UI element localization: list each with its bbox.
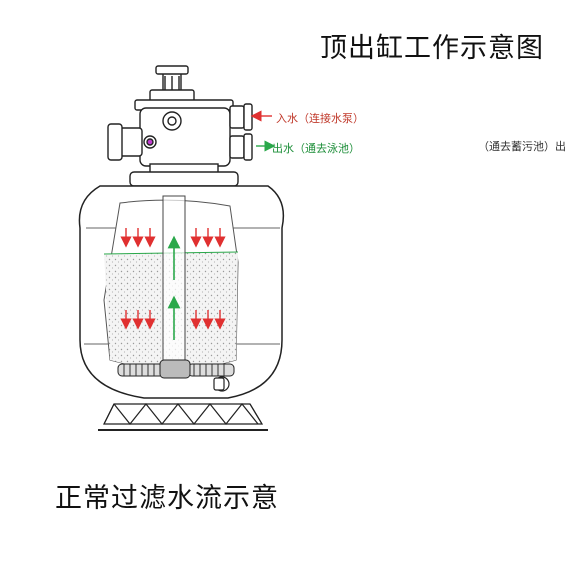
laterals bbox=[117, 359, 235, 379]
backwash-label: （通去蓄污池）出 bbox=[478, 140, 566, 153]
diagram-title: 顶出缸工作示意图 bbox=[320, 33, 544, 64]
down-flow-arrows bbox=[120, 228, 226, 330]
inlet-port bbox=[243, 103, 253, 131]
outlet-label: 出水（通去泳池） bbox=[272, 142, 360, 155]
diagram-caption: 正常过滤水流示意 bbox=[55, 483, 279, 514]
inlet-label: 入水（连接水泵） bbox=[276, 112, 364, 125]
drain-valve bbox=[213, 376, 230, 392]
multiport-valve bbox=[107, 65, 253, 187]
base-stand bbox=[98, 403, 268, 431]
outlet-port bbox=[243, 133, 253, 161]
